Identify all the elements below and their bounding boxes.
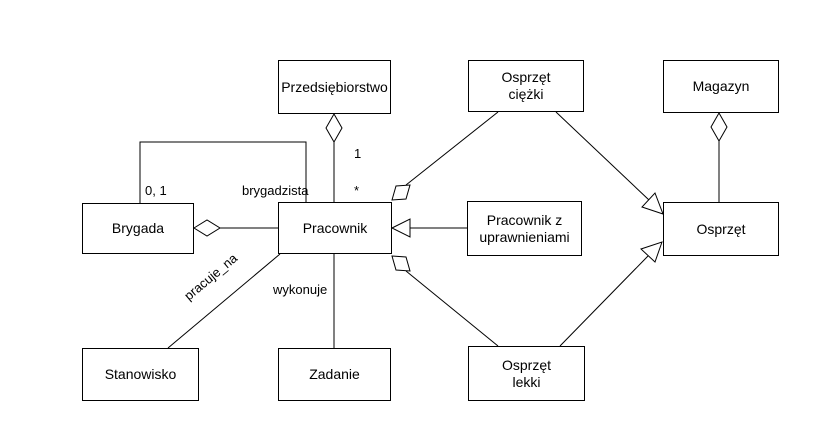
class-osprzet-lekki: Osprzęt lekki: [468, 346, 585, 401]
class-przedsiebiorstwo: Przedsiębiorstwo: [278, 60, 391, 114]
assoc-brygadzista: [139, 141, 307, 203]
multiplicity-zero-one: 0, 1: [145, 183, 167, 198]
generalization-arrow-osprzet-lekki: [640, 241, 663, 263]
assoc-osprzet-ciezki-pracownik: [405, 111, 499, 186]
aggregation-diamond-magazyn: [710, 111, 728, 143]
generalization-arrow-osprzet-ciezki: [641, 192, 664, 215]
class-osprzet: Osprzęt: [663, 202, 779, 256]
assoc-pracuje-na: [167, 253, 281, 349]
assoc-osprzet-lekki-pracownik: [405, 270, 499, 347]
aggregation-diamond-osprzet-ciezki: [391, 184, 411, 201]
multiplicity-star: *: [354, 183, 360, 198]
class-pracownik-z-uprawnieniami: Pracownik z uprawnieniami: [467, 201, 582, 256]
aggregation-diamond-przedsiebiorstwo: [325, 112, 343, 144]
class-brygada: Brygada: [82, 203, 194, 254]
aggregation-diamond-osprzet-lekki: [391, 255, 411, 272]
class-zadanie: Zadanie: [278, 348, 391, 401]
aggregation-diamond-brygada: [193, 219, 221, 237]
class-magazyn: Magazyn: [663, 60, 779, 113]
class-pracownik: Pracownik: [278, 202, 392, 254]
generalization-arrow-pracownik: [390, 218, 411, 238]
role-wykonuje: wykonuje: [273, 282, 328, 297]
class-osprzet-ciezki: Osprzęt ciężki: [468, 60, 584, 112]
generalization-osprzet-ciezki: [555, 111, 650, 201]
generalization-osprzet-lekki: [559, 255, 649, 347]
class-stanowisko: Stanowisko: [82, 348, 199, 401]
role-brygadzista: brygadzista: [242, 183, 309, 198]
multiplicity-one: 1: [354, 146, 362, 161]
